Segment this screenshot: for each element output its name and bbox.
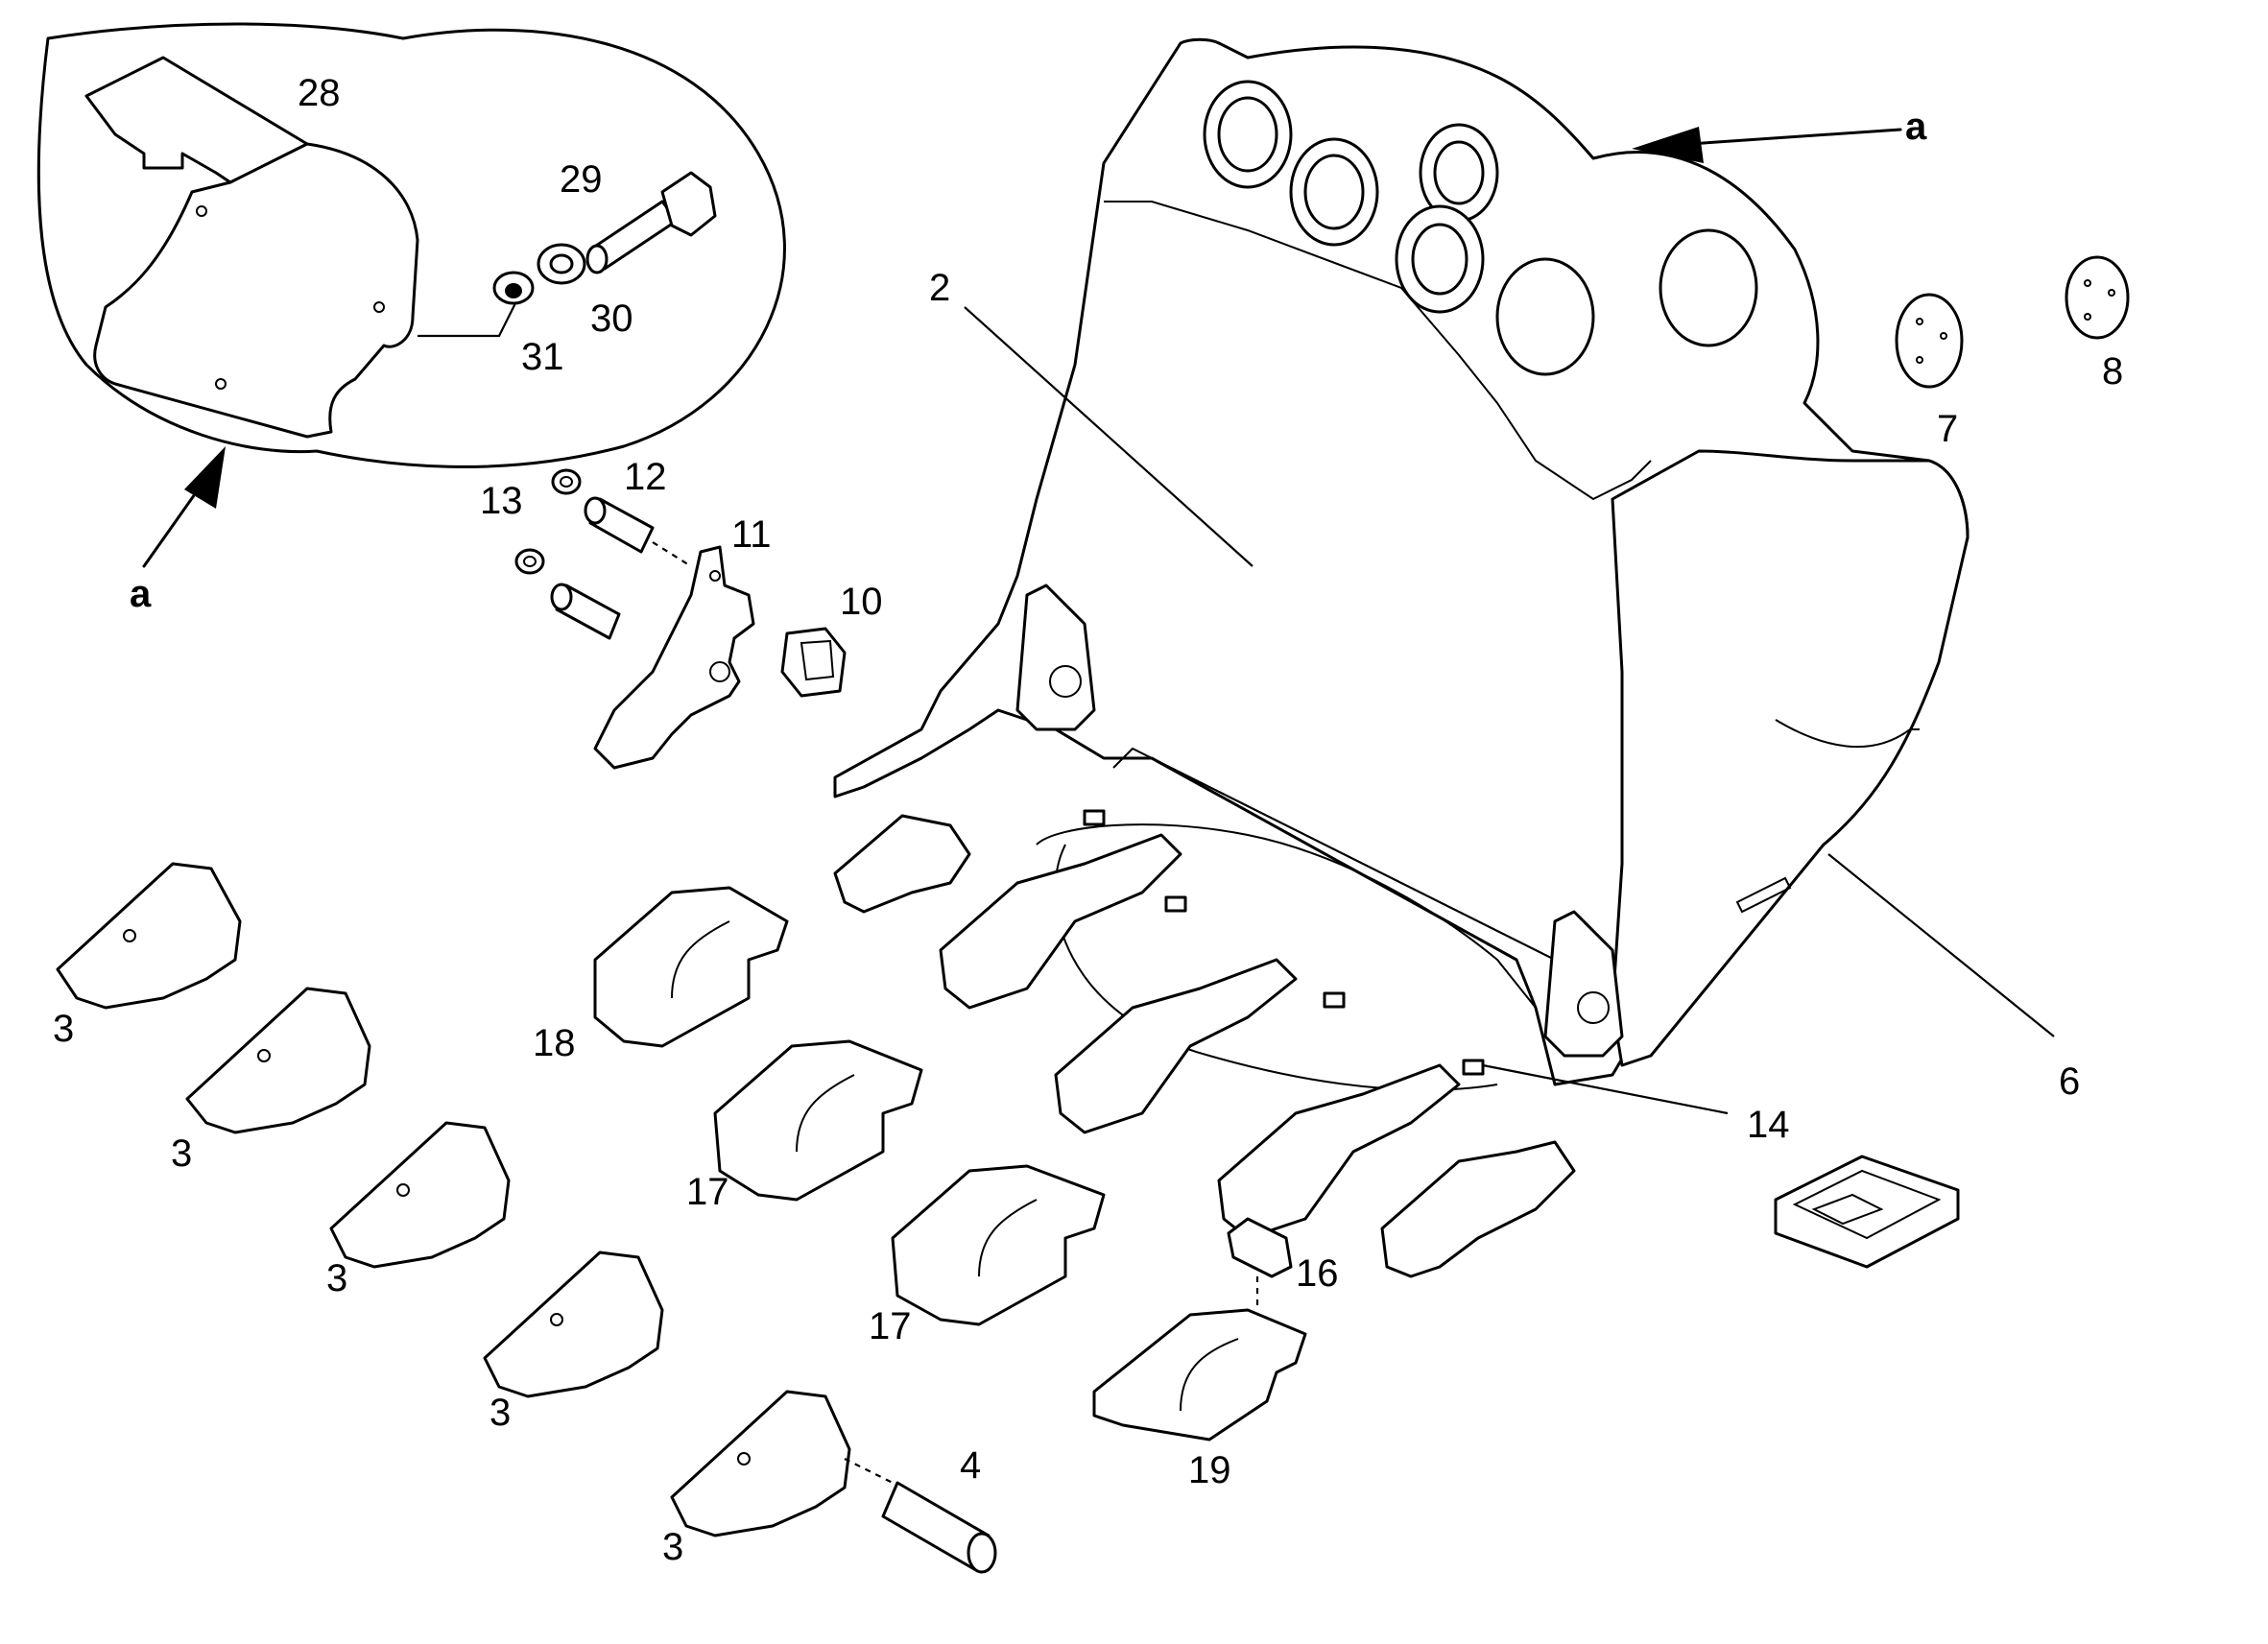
callout-4: 4 bbox=[960, 1444, 981, 1487]
callout-31: 31 bbox=[521, 336, 564, 378]
callout-19: 19 bbox=[1188, 1449, 1231, 1491]
leader-6 bbox=[1827, 853, 2055, 1037]
callout-3-tooth-1: 3 bbox=[53, 1008, 74, 1050]
callout-13: 13 bbox=[480, 480, 523, 522]
callout-3-tooth-2: 3 bbox=[171, 1132, 192, 1175]
callout-16: 16 bbox=[1296, 1252, 1339, 1295]
part-3-tooth-3 bbox=[329, 1121, 511, 1269]
part-14-wear-pad bbox=[1774, 1155, 1960, 1269]
part-31-washer bbox=[492, 271, 535, 305]
callout-18: 18 bbox=[533, 1022, 576, 1064]
callout-3-tooth-5: 3 bbox=[662, 1526, 683, 1568]
part-19-shroud bbox=[1092, 1308, 1307, 1441]
leader-2 bbox=[964, 306, 1253, 567]
callout-17-lower: 17 bbox=[869, 1305, 912, 1347]
part-11-side-cutter bbox=[593, 545, 755, 770]
callout-10: 10 bbox=[840, 581, 883, 623]
part-3-tooth-5 bbox=[670, 1390, 851, 1537]
part-12-pin-upper bbox=[584, 496, 655, 554]
callout-14: 14 bbox=[1747, 1104, 1790, 1146]
callout-29: 29 bbox=[560, 158, 603, 201]
part-10-retainer bbox=[780, 627, 847, 698]
part-4-pin bbox=[844, 1458, 997, 1574]
part-13-retainer-ring-lower bbox=[514, 548, 545, 575]
part-13-retainer-ring-upper bbox=[551, 468, 582, 495]
part-12-pin-lower bbox=[550, 583, 621, 640]
callout-30: 30 bbox=[590, 298, 633, 340]
callout-11: 11 bbox=[731, 513, 772, 556]
callout-7: 7 bbox=[1937, 408, 1958, 450]
detail-view-a-bubble bbox=[36, 22, 786, 468]
callout-6: 6 bbox=[2059, 1060, 2080, 1103]
part-3-tooth-4 bbox=[483, 1251, 664, 1398]
part-17-shroud-lower bbox=[891, 1164, 1106, 1326]
callout-12: 12 bbox=[624, 456, 667, 498]
view-arrow-a-left bbox=[142, 446, 226, 568]
bucket-teeth-row bbox=[833, 809, 1576, 1278]
part-8-cover-plate bbox=[2065, 255, 2130, 340]
part-18-shroud bbox=[593, 886, 789, 1048]
part-16-lock bbox=[1227, 1217, 1293, 1305]
part-29-bolt bbox=[585, 171, 717, 274]
view-arrow-a-top bbox=[1632, 127, 1902, 163]
part-3-tooth-1 bbox=[56, 862, 242, 1010]
part-7-cover-plate bbox=[1895, 293, 1964, 389]
part-3-tooth-2 bbox=[185, 987, 371, 1134]
view-mark-a-left: a bbox=[130, 573, 152, 615]
callout-3-tooth-4: 3 bbox=[489, 1392, 511, 1434]
callout-2: 2 bbox=[929, 267, 950, 309]
callout-3-tooth-3: 3 bbox=[326, 1257, 347, 1299]
leader-12-11 bbox=[652, 541, 692, 567]
view-mark-a-top: a bbox=[1905, 106, 1927, 148]
part-28-cover-plate bbox=[84, 56, 419, 439]
callout-17-upper: 17 bbox=[686, 1171, 729, 1213]
leader-28-31 bbox=[418, 297, 519, 338]
callout-28: 28 bbox=[298, 72, 341, 114]
part-17-shroud-upper bbox=[713, 1039, 923, 1202]
part-30-washer bbox=[537, 243, 586, 285]
leader-14 bbox=[1482, 1063, 1729, 1115]
callout-8: 8 bbox=[2102, 350, 2123, 393]
